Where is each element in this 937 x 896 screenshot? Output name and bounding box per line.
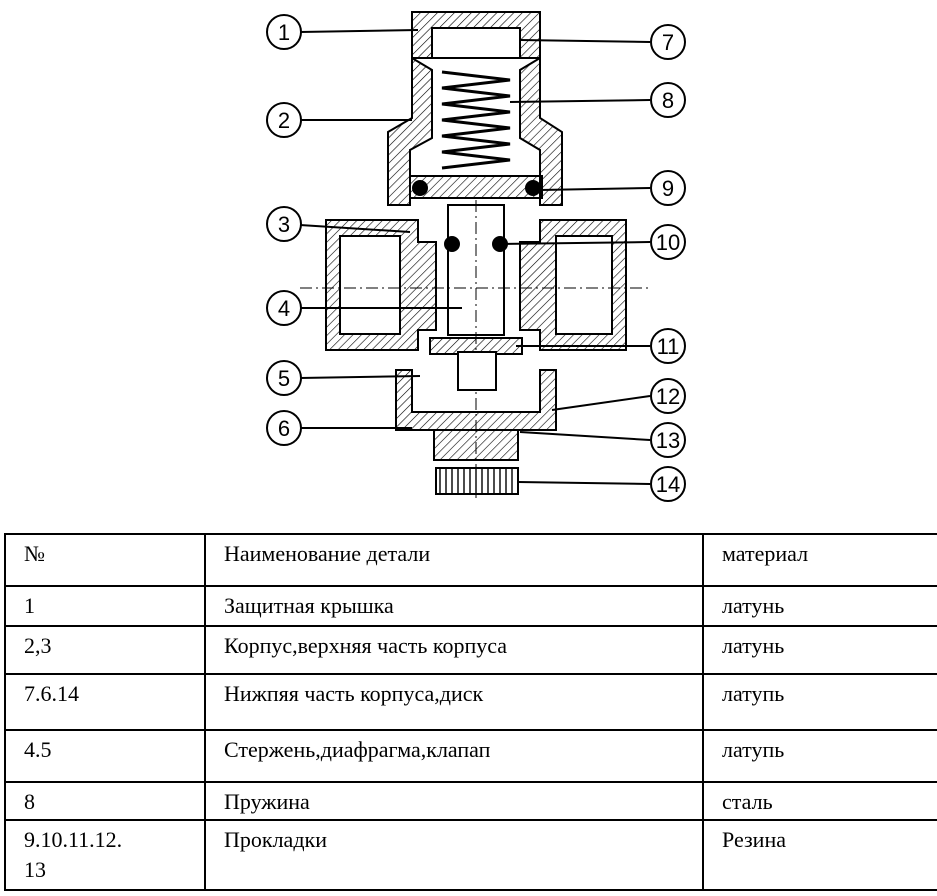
callout-8: 8: [650, 82, 686, 118]
header-name: Наименование детали: [204, 533, 704, 587]
callout-6-label: 6: [278, 416, 290, 441]
cell-material: латунь: [702, 585, 937, 627]
cell-material: латунь: [702, 625, 937, 675]
header-material: материал: [702, 533, 937, 587]
valve-body-drawing: [300, 11, 650, 500]
cell-name: Нижпяя часть корпуса,диск: [204, 673, 704, 731]
callout-8-label: 8: [662, 88, 674, 113]
callout-7-label: 7: [662, 30, 674, 55]
cell-num: 1: [4, 585, 206, 627]
table-header-row: № Наименование детали материал: [4, 533, 937, 587]
callout-14: 14: [650, 466, 686, 502]
callout-1: 1: [266, 14, 302, 50]
callout-9: 9: [650, 170, 686, 206]
callout-7: 7: [650, 24, 686, 60]
cell-num: 2,3: [4, 625, 206, 675]
callout-12: 12: [650, 378, 686, 414]
cell-num: 4.5: [4, 729, 206, 783]
cell-name: Прокладки: [204, 819, 704, 891]
cell-name: Пружина: [204, 781, 704, 821]
callout-10: 10: [650, 224, 686, 260]
cell-num: 9.10.11.12. 13: [4, 819, 206, 891]
callout-6: 6: [266, 410, 302, 446]
table-row: 1 Защитная крышка латунь: [4, 585, 937, 627]
callout-13-label: 13: [656, 428, 680, 453]
table-row: 7.6.14 Нижпяя часть корпуса,диск латупь: [4, 673, 937, 731]
callout-3: 3: [266, 206, 302, 242]
callout-labels: 1 2 3 4 5 6 7 8 9 10 11 12 13 14: [266, 14, 686, 502]
cell-material: латупь: [702, 729, 937, 783]
table-row: 8 Пружина сталь: [4, 781, 937, 821]
cell-num: 8: [4, 781, 206, 821]
callout-2: 2: [266, 102, 302, 138]
valve-diagram: 1 2 3 4 5 6 7 8 9 10 11 12 13 14: [266, 11, 686, 502]
callout-5: 5: [266, 360, 302, 396]
callout-9-label: 9: [662, 176, 674, 201]
table-row: 2,3 Корпус,верхняя часть корпуса латунь: [4, 625, 937, 675]
callout-4-label: 4: [278, 296, 290, 321]
cell-name: Стержень,диафрагма,клапап: [204, 729, 704, 783]
header-num: №: [4, 533, 206, 587]
cell-material: сталь: [702, 781, 937, 821]
table-row: 9.10.11.12. 13 Прокладки Резина: [4, 819, 937, 891]
callout-4: 4: [266, 290, 302, 326]
callout-11: 11: [650, 328, 686, 364]
callout-12-label: 12: [656, 384, 680, 409]
callout-1-label: 1: [278, 20, 290, 45]
cell-num: 7.6.14: [4, 673, 206, 731]
table-row: 4.5 Стержень,диафрагма,клапап латупь: [4, 729, 937, 783]
cell-material: Резина: [702, 819, 937, 891]
callout-13: 13: [650, 422, 686, 458]
callout-10-label: 10: [656, 230, 680, 255]
cell-name: Корпус,верхняя часть корпуса: [204, 625, 704, 675]
callout-5-label: 5: [278, 366, 290, 391]
parts-table: № Наименование детали материал 1 Защитна…: [4, 533, 937, 891]
callout-3-label: 3: [278, 212, 290, 237]
callout-2-label: 2: [278, 108, 290, 133]
cell-name: Защитная крышка: [204, 585, 704, 627]
callout-11-label: 11: [657, 334, 680, 359]
callout-14-label: 14: [656, 472, 680, 497]
leader-lines: [299, 29, 651, 485]
cell-material: латупь: [702, 673, 937, 731]
